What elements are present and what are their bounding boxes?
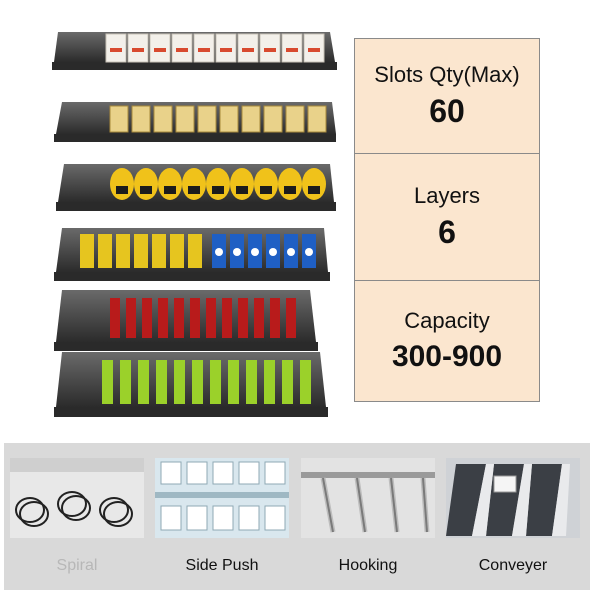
mechanism-hooking-label: Hooking xyxy=(338,557,398,574)
shelf-layer-3 xyxy=(56,164,336,211)
spec-slots: Slots Qty(Max) 60 xyxy=(355,39,539,153)
side-push-icon xyxy=(155,458,289,538)
shelf-layer-5 xyxy=(54,290,318,351)
hooking-icon xyxy=(301,458,435,538)
shelf-layer-4 xyxy=(54,228,330,281)
shelf-illustration xyxy=(40,22,340,430)
conveyer-icon xyxy=(446,458,580,538)
mechanism-strip: Spiral Side Push xyxy=(4,443,590,590)
mechanism-spiral-label: Spiral xyxy=(56,557,98,574)
spec-layers: Layers 6 xyxy=(355,153,539,280)
mechanism-side-push: Side Push xyxy=(155,458,289,582)
mechanism-side-push-label: Side Push xyxy=(185,557,259,574)
spec-slots-label: Slots Qty(Max) xyxy=(374,61,520,87)
spec-capacity-label: Capacity xyxy=(404,308,490,334)
shelf-layer-2 xyxy=(54,102,336,142)
mechanism-spiral: Spiral xyxy=(10,458,144,582)
spec-layers-label: Layers xyxy=(413,182,481,208)
mechanism-hooking: Hooking xyxy=(301,458,435,582)
spec-panel: Slots Qty(Max) 60 Layers 6 Capacity 300-… xyxy=(354,38,540,402)
spiral-coil-icon xyxy=(10,458,144,538)
mechanism-conveyer-label: Conveyer xyxy=(478,557,548,574)
shelf-layer-1 xyxy=(52,32,337,70)
shelves-svg xyxy=(52,32,337,417)
shelf-layer-6 xyxy=(54,352,328,417)
spec-layers-value: 6 xyxy=(438,214,456,250)
spec-slots-value: 60 xyxy=(429,93,465,129)
spec-capacity-value: 300-900 xyxy=(391,339,503,373)
mechanism-conveyer: Conveyer xyxy=(446,458,580,582)
spec-capacity: Capacity 300-900 xyxy=(355,280,539,402)
